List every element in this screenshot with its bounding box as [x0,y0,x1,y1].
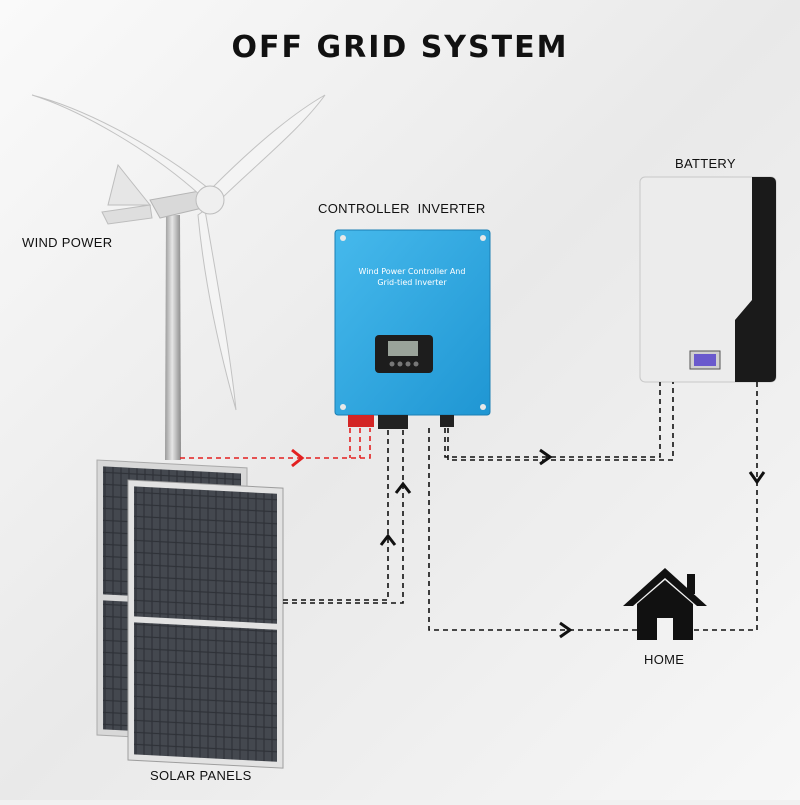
page-title: OFF GRID SYSTEM [231,30,569,65]
controller-inverter-icon: Wind Power Controller And Grid-tied Inve… [334,229,491,429]
inverter-text-line1: Wind Power Controller And [359,267,466,276]
home-arrow-icon [559,621,573,639]
home-label: HOME [644,652,685,667]
battery-icon [639,176,777,383]
wind-turbine-icon [31,94,326,460]
wind-power-label: WIND POWER [22,235,113,250]
inverter-to-home-link [428,428,637,631]
solar-to-inverter-link [283,430,404,604]
solar-arrow-icon-2 [379,533,397,546]
battery-down-arrow-icon [748,471,766,485]
solar-arrow-icon-1 [394,481,412,494]
home-icon [623,568,707,640]
inverter-text-line2: Grid-tied Inverter [377,278,447,287]
wind-to-inverter-link [180,428,371,459]
battery-arrow-icon [539,448,553,466]
wind-arrow-icon [291,448,305,468]
battery-to-home-link [693,382,758,631]
solar-panels-icon [96,459,284,769]
solar-panels-label: SOLAR PANELS [150,768,252,783]
battery-label: BATTERY [675,156,736,171]
controller-inverter-label: CONTROLLER INVERTER [318,201,486,216]
